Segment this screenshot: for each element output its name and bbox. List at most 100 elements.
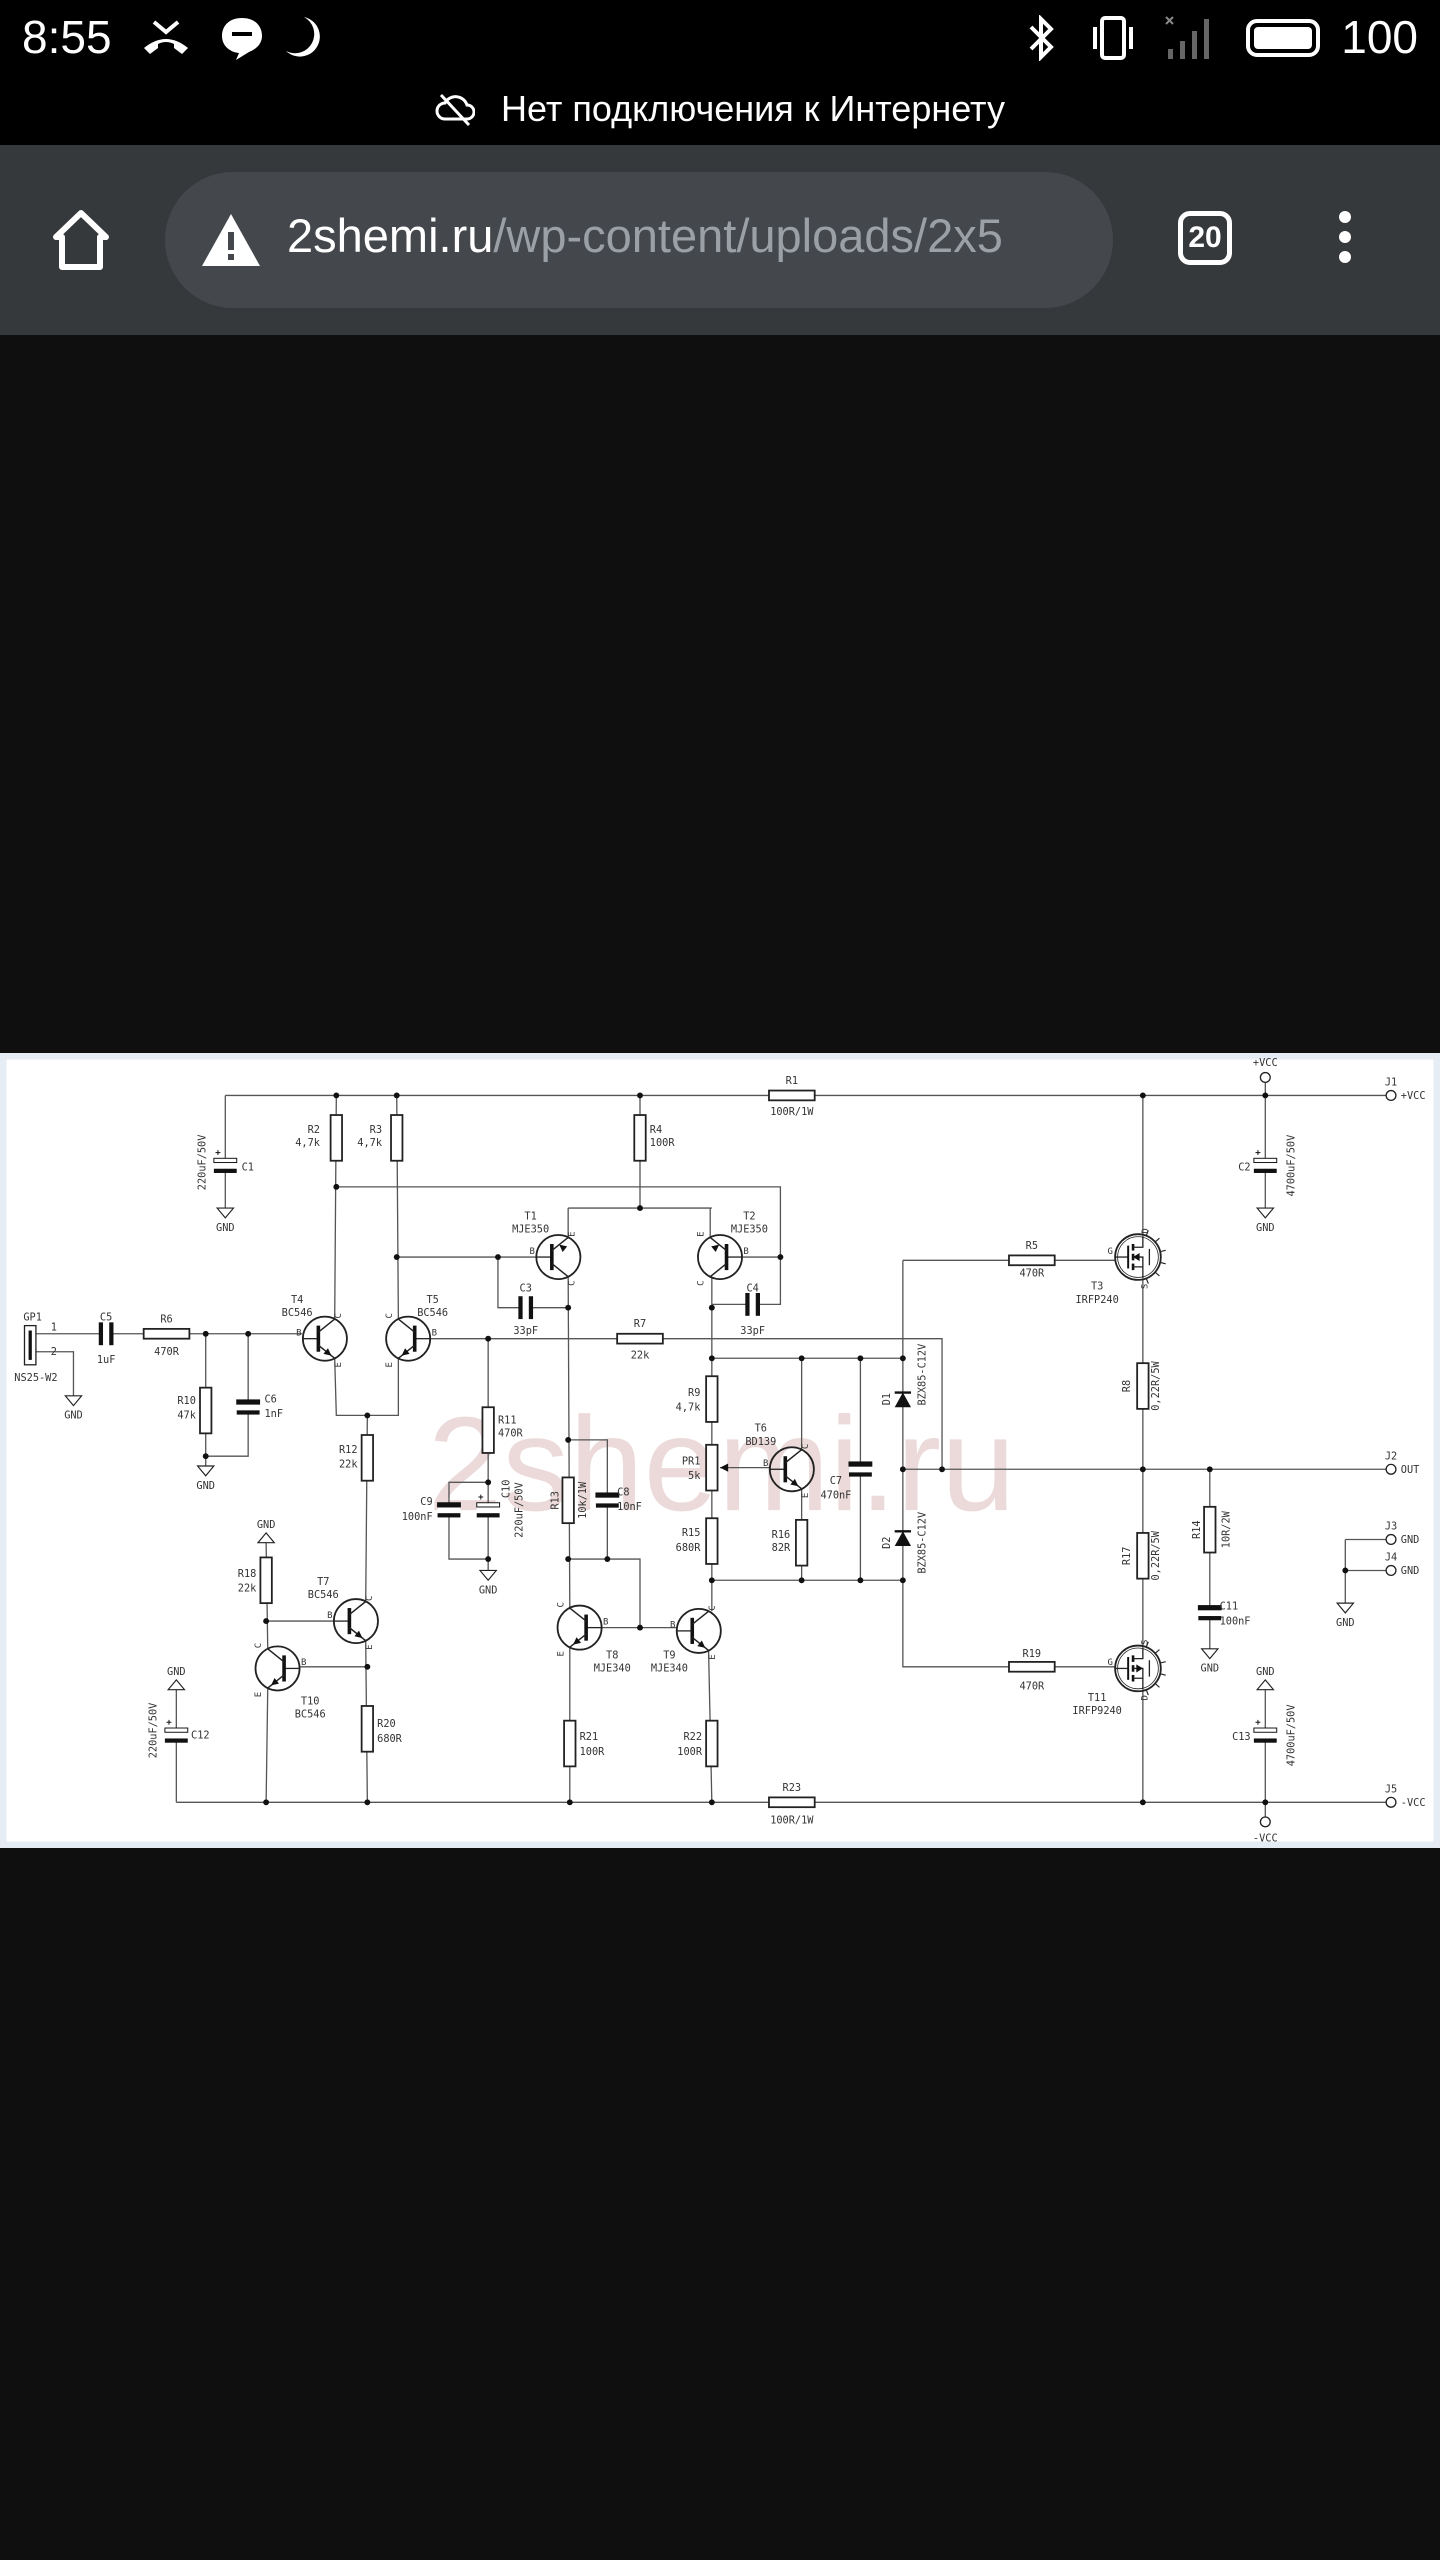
not-secure-warning-icon[interactable] <box>200 212 262 268</box>
junction-dot <box>565 1556 572 1562</box>
pin-label: E <box>254 1692 264 1697</box>
missed-call-icon <box>140 14 192 62</box>
junction-dot <box>899 1466 906 1473</box>
pin-label-base: B <box>603 1617 608 1627</box>
label-c1-ref: C1 <box>242 1162 254 1174</box>
home-button[interactable] <box>48 207 114 273</box>
label-r6-ref: R6 <box>160 1313 172 1325</box>
resistor <box>616 1332 664 1345</box>
resistor <box>1136 1362 1150 1410</box>
tab-switcher-button[interactable]: 20 <box>1178 211 1232 265</box>
label-r22-value: 100R <box>677 1746 703 1758</box>
label-r16-value: 82R <box>772 1542 791 1554</box>
pin-label: C <box>697 1280 707 1285</box>
collector-lead <box>267 1648 285 1663</box>
label-t1-ref: T1 <box>524 1211 536 1223</box>
capacitor-plate <box>595 1503 619 1508</box>
collector-lead <box>784 1449 803 1464</box>
capacitor-plate <box>755 1292 760 1316</box>
capacitor-gap <box>236 1403 260 1411</box>
capacitor-plate <box>476 1502 501 1508</box>
label-r21-ref: R21 <box>580 1731 599 1743</box>
ground-label: GND <box>64 1410 83 1422</box>
label-c1-value: 220uF/50V <box>197 1135 209 1191</box>
channel-arrow-icon <box>1133 1252 1140 1262</box>
junction-dot <box>798 1577 805 1584</box>
url-text[interactable]: 2shemi.ru/wp-content/uploads/2x5 <box>287 208 1003 263</box>
label-r21-value: 100R <box>580 1746 606 1758</box>
connector-ref: J1 <box>1385 1077 1397 1089</box>
capacitor-plate <box>98 1322 104 1346</box>
label-r9-ref: R9 <box>688 1387 700 1399</box>
connector-net-label: OUT <box>1401 1464 1420 1476</box>
label-r8-value: 0,22R/5W <box>1150 1360 1162 1410</box>
connector-net-label: -VCC <box>1401 1797 1426 1809</box>
label-d2-ref: D2 <box>881 1537 893 1549</box>
resistor <box>768 1796 816 1809</box>
offline-notice: Нет подключения к Интернету <box>0 88 1440 130</box>
vibrate-icon <box>1090 14 1136 62</box>
junction-dot <box>1139 1092 1146 1099</box>
junction-dot <box>263 1618 270 1625</box>
heatsink-tick <box>1154 1649 1160 1654</box>
pin-label: E <box>697 1231 707 1236</box>
ground-label: GND <box>1201 1663 1220 1675</box>
label-r17-value: 0,22R/5W <box>1150 1530 1162 1580</box>
emitter-arrow-icon <box>790 1478 799 1487</box>
emitter-arrow-icon <box>697 1640 706 1648</box>
label-r1-ref: R1 <box>786 1075 798 1087</box>
junction-dot <box>798 1355 805 1362</box>
capacitor-plate <box>848 1461 873 1467</box>
capacitor-gap <box>749 1292 756 1316</box>
junction-dot <box>637 1092 643 1099</box>
label-r15-value: 680R <box>676 1542 702 1554</box>
zener-diode-icon <box>894 1392 912 1408</box>
wire <box>431 1338 943 1470</box>
label-c11-ref: C11 <box>1220 1601 1239 1613</box>
heatsink-tick <box>1145 1689 1149 1696</box>
signal-no-service-icon <box>1164 14 1216 62</box>
connector-ref: J2 <box>1385 1450 1397 1462</box>
heatsink-tick <box>1160 1249 1166 1253</box>
label-r19-value: 470R <box>1019 1681 1045 1693</box>
vcc-pos-label: +VCC <box>1253 1057 1278 1069</box>
capacitor-plate <box>476 1513 500 1518</box>
resistor <box>705 1719 719 1768</box>
junction-dot <box>939 1466 945 1473</box>
label-c7-ref: C7 <box>830 1475 842 1487</box>
do-not-disturb-moon-icon <box>280 14 324 62</box>
home-icon <box>53 210 109 270</box>
label-c8-value: 10nF <box>617 1501 642 1513</box>
label-c9-value: 100nF <box>402 1511 433 1523</box>
label-t11-part: IRFP9240 <box>1072 1705 1121 1717</box>
junction-dot <box>263 1799 270 1806</box>
vcc-neg-label: -VCC <box>1253 1832 1278 1844</box>
label-r18-ref: R18 <box>238 1568 257 1580</box>
address-bar[interactable]: 2shemi.ru/wp-content/uploads/2x5 <box>165 172 1113 308</box>
label-r15-ref: R15 <box>682 1527 701 1539</box>
status-bar: 8:55 100 Нет подключения к Интернету <box>0 0 1440 145</box>
junction-dot <box>777 1254 784 1260</box>
pin-label: C <box>801 1444 811 1449</box>
label-pr1-value: 5k <box>688 1470 701 1482</box>
label-r13-value: 10k/1W <box>577 1481 589 1519</box>
capacitor-plate <box>236 1399 261 1405</box>
label-r3-ref: R3 <box>370 1124 382 1136</box>
junction-dot <box>637 1624 643 1631</box>
amplifier-schematic-image[interactable]: 2shemi.ru BECBECBCEBCEBCEBCEBCEBCEBCEGDS… <box>0 1053 1440 1848</box>
watermark: 2shemi.ru <box>428 1390 1016 1539</box>
emitter-arrow-icon <box>559 1244 568 1253</box>
polarity-plus-icon <box>215 1150 221 1156</box>
label-d2-value: BZX85-C12V <box>917 1512 929 1574</box>
label-r14-ref: R14 <box>1191 1520 1203 1539</box>
overflow-menu-button[interactable] <box>1330 211 1360 271</box>
capacitor-plate <box>1253 1738 1277 1743</box>
emitter-arrow-icon <box>401 1348 410 1356</box>
label-c12-value: 220uF/50V <box>148 1703 160 1759</box>
resistor <box>768 1089 816 1102</box>
url-host: 2shemi.ru <box>287 209 494 262</box>
label-t3-ref: T3 <box>1091 1281 1103 1293</box>
label-c12-ref: C12 <box>191 1730 210 1742</box>
ground-icon <box>478 1569 498 1582</box>
resistor <box>360 1705 374 1753</box>
